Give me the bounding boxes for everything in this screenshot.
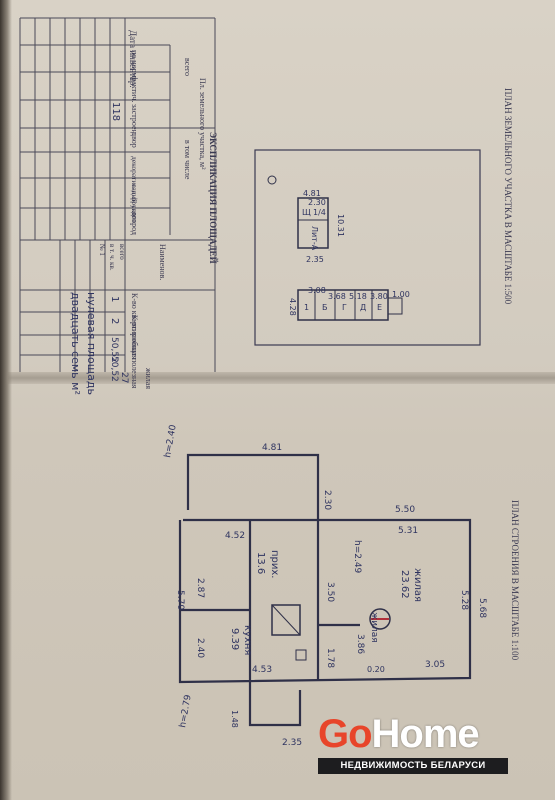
val-apartments: 1 [109,296,120,302]
row-fruit-garden: сад фруктов. [130,184,139,225]
plot-dim-9: 1.00 [392,290,410,299]
plot-plan: ПЛАН ЗЕМЕЛЬНОГО УЧАСТКА В МАСШТАБЕ 1:500… [254,88,513,346]
bldg-dim-9: 3.50 [325,582,335,602]
logo-subtitle: НЕДВИЖИМОСТЬ БЕЛАРУСИ [318,758,508,774]
room-small-name: жилая [369,612,379,643]
bldg-dim-5: 4.52 [225,531,245,541]
row-yard: двор [130,132,139,148]
plot-dim-7: 5.18 [349,292,367,301]
num-label: № 1 [98,244,106,256]
bldg-dim-1: 4.81 [262,443,282,453]
room-kitchen-name: кухня [242,625,253,655]
plot-dim-6: 3.68 [328,292,346,301]
plot-dim-1: 4.81 [303,189,321,198]
height-living: h=2.49 [352,540,362,574]
plot-boundary [254,149,481,346]
stove [271,604,301,636]
table-title: ЭКСПЛИКАЦИЯ ПЛОЩАДЕЙ [208,132,218,264]
plot-code-1: Щ [302,208,311,217]
row-rooms: К-во комнат [130,315,139,357]
bldg-dim-16: 2.35 [282,738,302,748]
bldg-dim-2: 2.30 [322,490,332,510]
explication-table: Дата инвентар. всего Пл. земельного учас… [19,17,218,395]
plot-code-2: 1/4 [313,208,326,217]
page-fold [0,372,555,384]
bldg-dim-10: 1.78 [325,648,335,668]
logo-wordmark: GoHome [318,712,508,756]
plot-dim-2: 2.30 [308,198,326,207]
plot-code-4: 1 [304,303,309,312]
plot-code-8: Е [377,303,382,312]
bldg-dim-4: 5.31 [398,526,418,536]
room-kitchen-area: 9.39 [229,628,240,650]
row-actual: фактич. [130,76,139,102]
bldg-dim-13: 5.68 [477,598,487,618]
val-useful-area: 50,52 [109,356,119,382]
plot-dim-8: 3.80 [370,292,388,301]
room-small-area: 3.86 [355,634,365,654]
room-hall-area: 13.6 [255,552,266,574]
room-hall-name: прих. [269,550,280,578]
north-marker [267,175,277,185]
plot-plan-title: ПЛАН ЗЕМЕЛЬНОГО УЧАСТКА В МАСШТАБЕ 1:500 [503,88,513,305]
val-living-area: 27 [119,372,129,383]
room-living-area: 23.62 [399,570,410,599]
bldg-dim-12: 5.28 [459,590,469,610]
row-vegetable: огород [130,212,139,235]
row-norm: по норме [130,50,139,82]
row-built: застроен. [130,104,139,136]
bldg-dim-11: 4.53 [252,665,272,675]
plot-dim-4: 2.35 [306,255,324,264]
bldg-dim-3: 5.50 [395,505,415,515]
name-header: Наименов. [158,244,167,280]
bldg-dim-15: 0.20 [367,665,385,674]
plot-code-6: Г [342,303,347,312]
height-entry: h=2.79 [178,694,194,729]
plot-dim-10: 4.28 [288,298,297,316]
logo-home: Home [371,712,480,756]
val-rooms: 2 [109,318,120,324]
page-edge [0,0,12,800]
plot-house [297,197,329,249]
bldg-dim-7: 5.70 [175,590,185,610]
row-useful-area: полезная [130,358,139,389]
row-total-area: общая [130,338,139,360]
heater-symbol [369,608,391,630]
total-label: всего [118,244,126,260]
row-decor-garden: декоратив-ный сад [130,156,139,216]
bldg-dim-17: 1.48 [230,710,239,728]
table-area-group: Пл. земельного участка, м² [198,78,207,170]
height-porch: h=2.40 [163,424,179,459]
plot-dim-5: 3.08 [308,286,326,295]
table-heading: Дата инвентар. [128,30,138,88]
row-apartments: К-во квартир [130,293,139,338]
val-total-area: 50,52 [109,337,119,363]
bldg-dim-6: 2.87 [195,578,205,598]
table-total-label: всего [183,58,192,76]
logo-go: Go [318,712,373,756]
bldg-dim-8: 2.40 [195,638,205,658]
building-plan-title: ПЛАН СТРОЕНИЯ В МАСШТАБЕ 1:100 [510,500,520,661]
room-living-name: жилая [412,568,423,602]
gohome-logo: GoHome НЕДВИЖИМОСТЬ БЕЛАРУСИ [318,712,508,774]
plot-code-5: Б [322,303,328,312]
table-incl-group: в том числе [183,140,192,180]
plot-code-3: Лит-А [310,226,319,251]
handwritten-note-1: нулевая площадь [85,292,98,395]
plot-code-7: Д [360,303,366,312]
built-value: 118 [110,102,121,121]
building-plan: ПЛАН СТРОЕНИЯ В МАСШТАБЕ 1:100 4.81 2.30… [163,424,520,748]
plot-dim-3: 10.31 [336,214,345,237]
bldg-dim-14: 3.05 [425,660,445,670]
incl-label: в т. ч. кв. [108,244,116,271]
handwritten-note-2: двадцать семь м² [69,292,82,395]
row-living-area: жилая [144,367,153,389]
